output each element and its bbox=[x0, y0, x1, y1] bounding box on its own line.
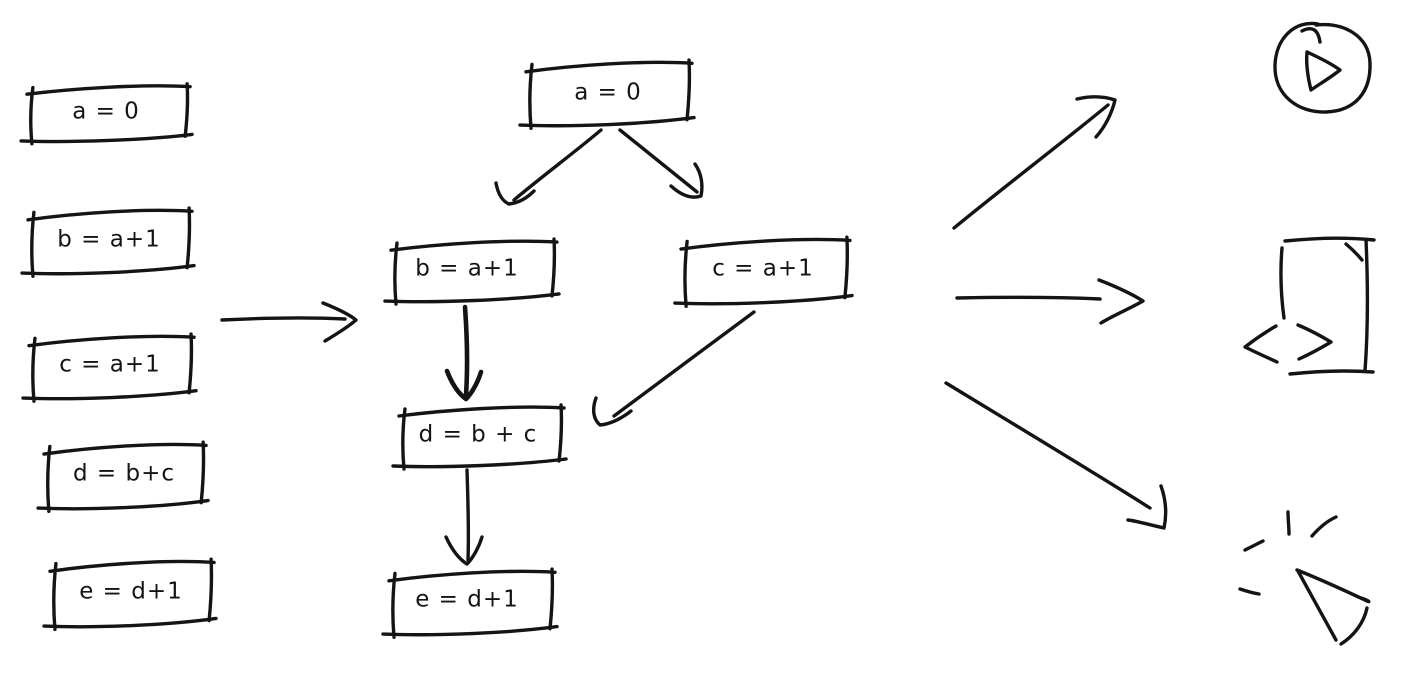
graph-node-b: b = a+1 bbox=[383, 237, 561, 306]
code-file-icon bbox=[1243, 236, 1376, 376]
graph-node-label: d = b + c bbox=[419, 422, 538, 448]
arrow-right-icon bbox=[955, 278, 1145, 325]
edge-c-to-d bbox=[591, 310, 756, 427]
arrow-up-right-icon bbox=[952, 95, 1117, 230]
edge-b-to-d bbox=[444, 304, 484, 402]
graph-node-e: e = d+1 bbox=[381, 567, 559, 640]
graph-node-d: d = b + c bbox=[391, 403, 568, 471]
graph-node-label: c = a+1 bbox=[712, 256, 814, 282]
graph-node-c: c = a+1 bbox=[673, 235, 854, 309]
statement-text: a = 0 bbox=[72, 99, 140, 125]
statement-box: c = a+1 bbox=[21, 332, 198, 403]
code-file-brackets bbox=[1243, 323, 1333, 364]
output-arrows bbox=[944, 95, 1168, 530]
statement-box: d = b+c bbox=[36, 440, 210, 514]
graph-node-label: b = a+1 bbox=[415, 256, 519, 282]
graph-node-label: e = d+1 bbox=[415, 587, 519, 613]
cursor-click-icon bbox=[1238, 510, 1371, 646]
cursor-pointer bbox=[1295, 568, 1371, 646]
edge-d-to-e bbox=[444, 468, 484, 566]
code-file-page bbox=[1279, 236, 1376, 376]
source-statement-list: a = 0 b = a+1 c = a+1 d = b+c e = d+1 bbox=[19, 82, 218, 632]
statement-box: b = a+1 bbox=[20, 206, 196, 279]
statement-box: e = d+1 bbox=[42, 557, 218, 632]
play-icon-circle bbox=[1273, 21, 1372, 114]
play-icon bbox=[1273, 21, 1372, 114]
click-spark-dashes bbox=[1238, 510, 1338, 596]
graph-node-label: a = 0 bbox=[574, 80, 642, 106]
list-to-graph-arrow bbox=[220, 301, 358, 343]
edge-a-to-c bbox=[618, 128, 704, 199]
statement-box: a = 0 bbox=[19, 82, 194, 146]
statement-text: d = b+c bbox=[73, 461, 175, 487]
statement-text: e = d+1 bbox=[79, 579, 183, 605]
statement-text: b = a+1 bbox=[57, 227, 161, 253]
play-icon-triangle bbox=[1305, 50, 1342, 92]
edge-a-to-b bbox=[494, 128, 603, 206]
statement-text: c = a+1 bbox=[59, 352, 161, 378]
graph-node-a: a = 0 bbox=[518, 58, 696, 131]
dependency-graph: a = 0 b = a+1 c = a+1 d = b + c e = d+1 bbox=[381, 58, 854, 640]
arrow-down-right-icon bbox=[944, 381, 1168, 530]
